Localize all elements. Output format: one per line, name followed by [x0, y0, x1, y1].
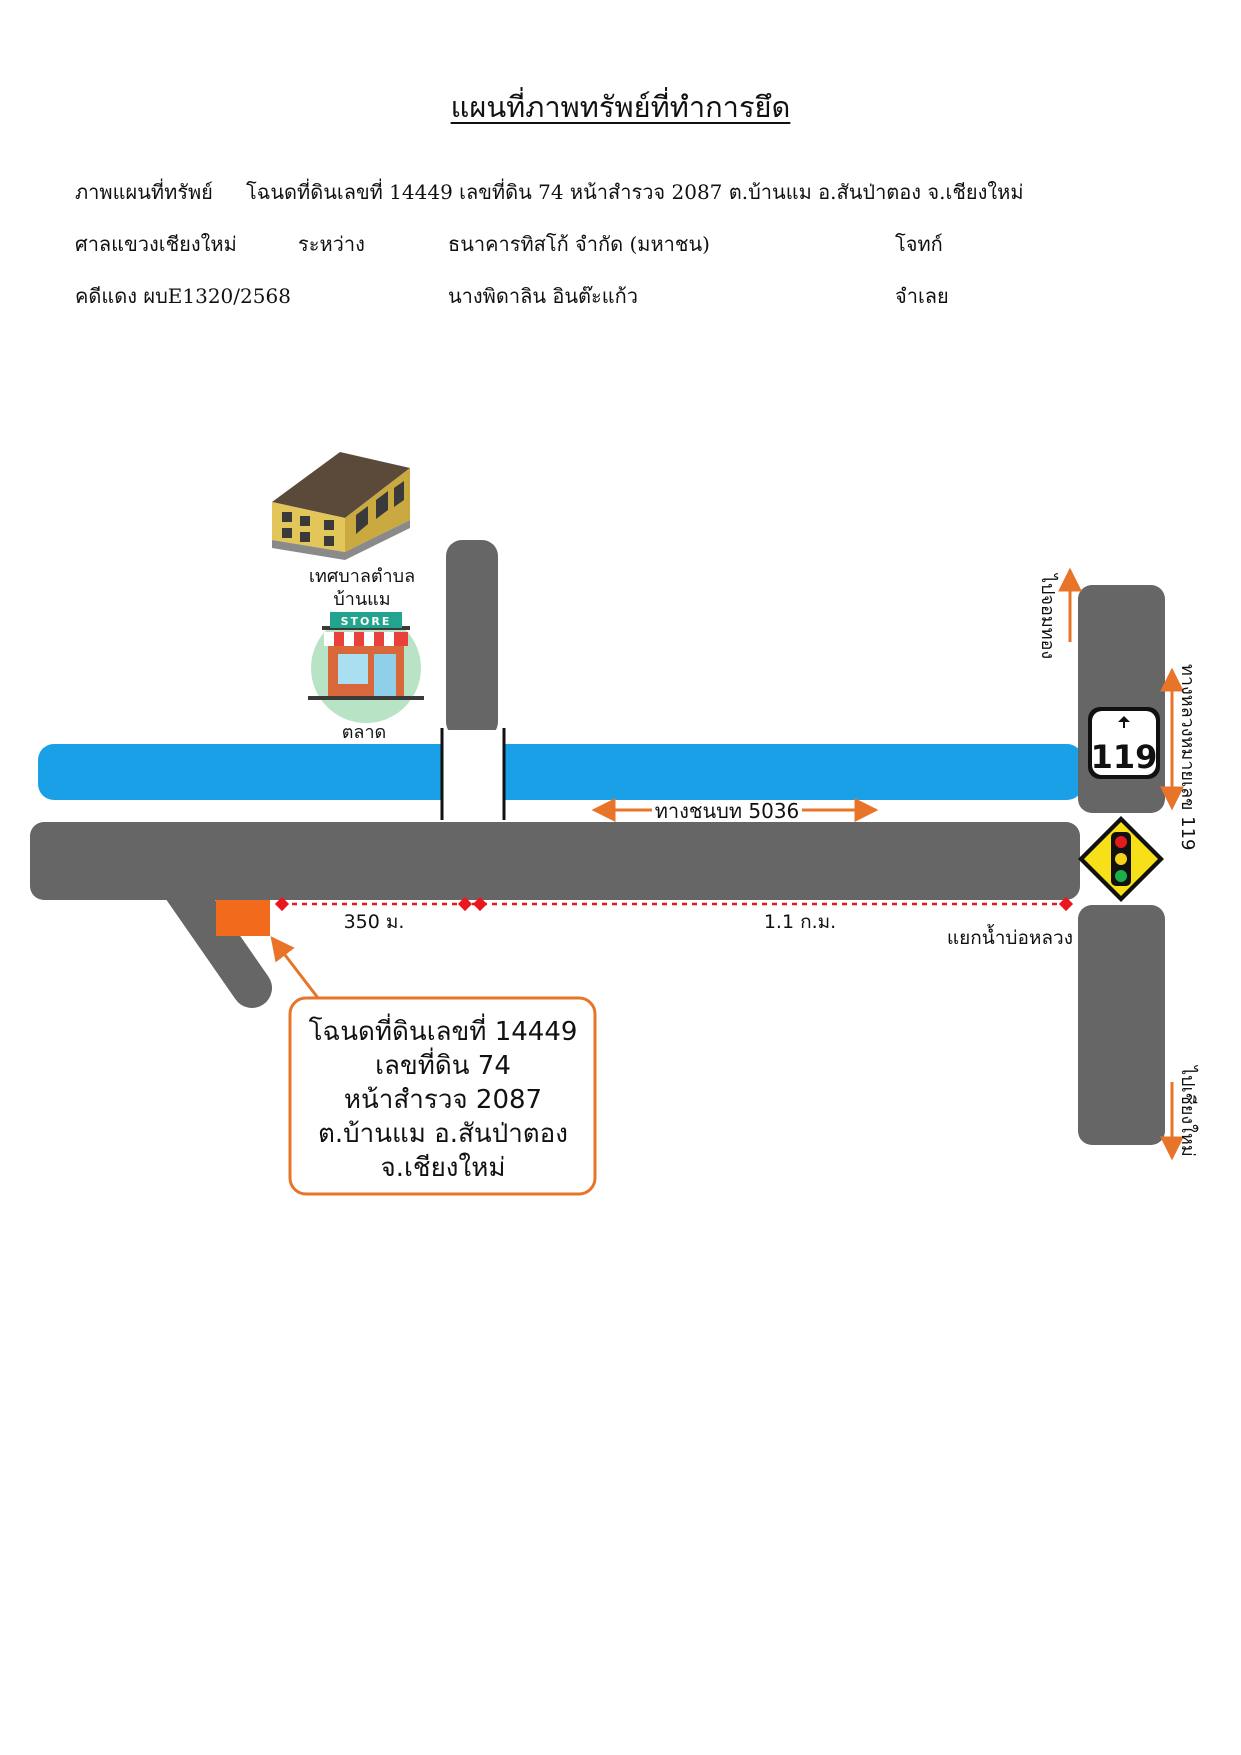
row1-label: ภาพแผนที่ทรัพย์	[75, 180, 213, 204]
callout-line-4: ต.บ้านแม อ.สันป่าตอง	[318, 1119, 568, 1149]
to-chiang-mai-label: ไปเชียงใหม่	[1177, 1064, 1199, 1157]
row1-value: โฉนดที่ดินเลขที่ 14449 เลขที่ดิน 74 หน้า…	[246, 180, 1024, 204]
court-name: ศาลแขวงเชียงใหม่	[75, 232, 237, 256]
page-title: แผนที่ภาพทรัพย์ที่ทำการยึด	[450, 90, 791, 124]
callout-line-1: โฉนดที่ดินเลขที่ 14449	[309, 1013, 578, 1047]
distance-long-label: 1.1 ก.ม.	[764, 911, 836, 933]
callout-pointer	[270, 936, 320, 999]
municipality-building-icon	[272, 452, 410, 560]
distance-markers	[274, 896, 1074, 912]
municipality-label-2: บ้านแม	[333, 589, 390, 610]
between-label: ระหว่าง	[298, 232, 365, 256]
side-road-north	[446, 540, 498, 738]
market-label: ตลาด	[342, 722, 387, 743]
callout-line-5: จ.เชียงใหม่	[381, 1153, 506, 1183]
highway-label: ทางหลวงหมายเลข 119	[1177, 664, 1198, 851]
store-icon: STORE	[308, 612, 424, 723]
traffic-light-icon	[1078, 816, 1164, 902]
rural-road-label: ทางชนบท 5036	[655, 799, 800, 823]
branch-road	[150, 850, 272, 1008]
to-chom-thong-label: ไปจอมทอง	[1037, 572, 1059, 659]
defendant-role: จำเลย	[895, 284, 949, 308]
municipality-label-1: เทศบาลตำบล	[309, 566, 415, 587]
defendant-name: นางพิดาลิน อินต๊ะแก้ว	[448, 284, 638, 308]
highway-south	[1078, 905, 1165, 1145]
distance-short-label: 350 ม.	[344, 911, 405, 933]
canal	[38, 744, 1083, 800]
junction-label: แยกน้ำบ่อหลวง	[947, 924, 1073, 949]
plaintiff-name: ธนาคารทิสโก้ จำกัด (มหาชน)	[448, 232, 710, 256]
bridge	[442, 730, 504, 820]
highway-shield-icon: 119	[1088, 707, 1160, 779]
store-sign: STORE	[341, 615, 392, 628]
parcel-callout-box	[288, 996, 597, 1196]
main-road	[30, 822, 1080, 900]
callout-line-2: เลขที่ดิน 74	[375, 1047, 511, 1081]
case-number: คดีแดง ผบE1320/2568	[75, 284, 291, 308]
callout-line-3: หน้าสำรวจ 2087	[344, 1085, 542, 1115]
plaintiff-role: โจทก์	[895, 232, 943, 256]
land-parcel	[216, 900, 270, 936]
highway-shield-number: 119	[1091, 738, 1158, 776]
